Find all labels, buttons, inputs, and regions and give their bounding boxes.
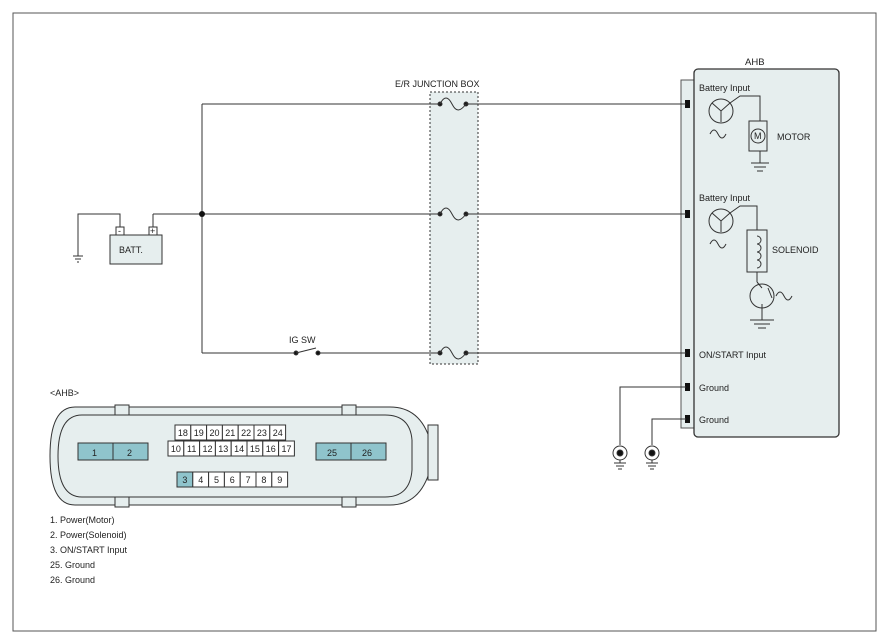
terminal-pin: [685, 415, 690, 423]
terminal-label-on-start-input: ON/START Input: [699, 350, 767, 360]
connector-pin-26-label: 26: [362, 448, 372, 458]
solenoid-circuit: [708, 205, 793, 329]
ig-switch-label: IG SW: [289, 335, 316, 345]
legend-item: 2. Power(Solenoid): [50, 530, 127, 540]
diagram-frame: [12, 12, 877, 632]
wire-ground-1: [619, 386, 686, 445]
solenoid-label: SOLENOID: [772, 245, 819, 255]
motor-label: MOTOR: [777, 132, 811, 142]
connector-pin-21-label: 21: [225, 428, 235, 438]
ig-switch-icon: [293, 347, 321, 356]
connector-pin-26: [350, 442, 387, 461]
ground-icon: [73, 255, 83, 263]
pin-legend: 1. Power(Motor) 2. Power(Solenoid) 3. ON…: [50, 515, 128, 585]
terminal-pin: [685, 100, 690, 108]
connector-pin-25-label: 25: [327, 448, 337, 458]
connector-pin-2: [112, 442, 149, 461]
connector-pin-15-label: 15: [250, 444, 260, 454]
connector-pin-2-label: 2: [127, 448, 132, 458]
connector-pin-6-label: 6: [230, 475, 235, 485]
connector-pin-12-label: 12: [202, 444, 212, 454]
terminal-label-ground-1: Ground: [699, 383, 729, 393]
transistor-icon: [708, 208, 734, 234]
ground-icon: [612, 445, 628, 470]
connector-pin-16-label: 16: [266, 444, 276, 454]
terminal-pin: [685, 210, 690, 218]
connector-pin-9: [271, 471, 289, 488]
terminal-label-battery-input-2: Battery Input: [699, 193, 751, 203]
battery-positive-sign: +: [150, 226, 155, 236]
connector-pin-5-label: 5: [214, 475, 219, 485]
battery-icon: [109, 226, 163, 265]
connector-pin-11-label: 11: [187, 444, 196, 454]
battery-negative-sign: -: [118, 226, 121, 236]
motor-circuit: [708, 95, 769, 172]
legend-item: 3. ON/START Input: [50, 545, 128, 555]
connector-pin-10-label: 10: [171, 444, 181, 454]
ahb-module: AHB Battery Input Battery Input ON/START…: [680, 57, 840, 438]
connector-pin-13-label: 13: [218, 444, 228, 454]
connector-pin-24: [269, 424, 287, 441]
terminal-pin: [685, 349, 690, 357]
legend-item: 26. Ground: [50, 575, 95, 585]
connector-pin-4-label: 4: [198, 475, 203, 485]
junction-box-title: E/R JUNCTION BOX: [395, 79, 480, 89]
junction-box: [429, 91, 479, 365]
legend-item: 25. Ground: [50, 560, 95, 570]
wires: [77, 103, 686, 445]
connector-pin-17: [278, 440, 295, 457]
connector-pin-20-label: 20: [209, 428, 219, 438]
transistor-icon: [708, 98, 734, 124]
connector-pin-23-label: 23: [257, 428, 267, 438]
connector-pin-22-label: 22: [241, 428, 251, 438]
connector-pin-7-label: 7: [246, 475, 251, 485]
terminal-label-ground-2: Ground: [699, 415, 729, 425]
terminal-pin: [685, 383, 690, 391]
legend-item: 1. Power(Motor): [50, 515, 115, 525]
connector-pin-9-label: 9: [277, 475, 282, 485]
wire-battery-negative: [77, 213, 121, 256]
ahb-title: AHB: [745, 57, 765, 68]
connector-pin-19-label: 19: [194, 428, 204, 438]
wire-junction-dot: [199, 211, 205, 217]
ahb-connector-strip: [680, 79, 696, 429]
terminal-label-battery-input-1: Battery Input: [699, 83, 751, 93]
motor-symbol: M: [754, 131, 762, 141]
connector-pin-18-label: 18: [178, 428, 188, 438]
connector-pin-14-label: 14: [234, 444, 244, 454]
ground-icon: [644, 445, 660, 470]
connector-pin-24-label: 24: [273, 428, 283, 438]
connector-pin-1-label: 1: [92, 448, 97, 458]
connector-pin-8-label: 8: [261, 475, 266, 485]
battery-label: BATT.: [119, 245, 143, 255]
connector-pin-17-label: 17: [281, 444, 291, 454]
connector-title: <AHB>: [50, 388, 79, 398]
connector-pin-3-label: 3: [182, 475, 187, 485]
motor-icon: [748, 120, 768, 152]
wire-ground-2: [651, 418, 686, 445]
